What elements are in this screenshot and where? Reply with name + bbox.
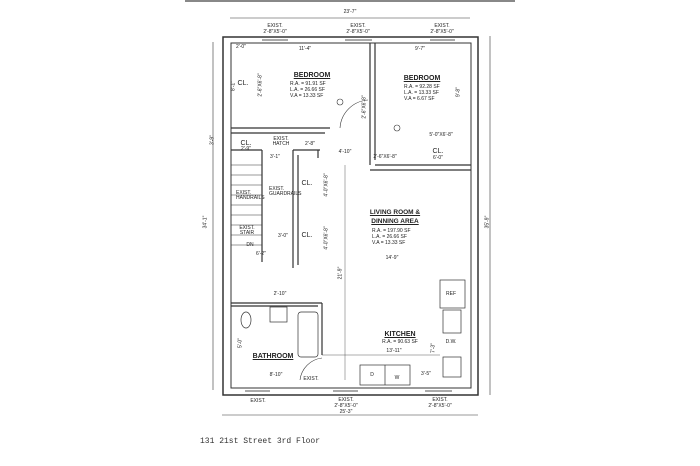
closet3-door: 5'-0"X6'-8" (429, 132, 453, 138)
dim-living-width: 14'-9" (385, 255, 399, 261)
dim-left-overall: 34'-1" (202, 215, 209, 229)
bedroom1-va: V.A = 13.33 SF (290, 93, 324, 99)
closet-door-size: 4'-0"X6'-8" (323, 173, 330, 197)
guardrails-label: EXIST. GUARDRAILS (269, 186, 302, 197)
closet-door-size: 4'-0"X6'-8" (323, 226, 330, 250)
living-ra: R.A. = 197.90 SF (372, 228, 411, 234)
window-size: 2'-8"X5'-0" (346, 29, 370, 35)
window-size: 2'-8"X5'-0" (263, 29, 287, 35)
window-label: EXIST. (350, 23, 366, 29)
dim-closet-top: 2'-0" (236, 44, 246, 50)
closet-label: CL. (237, 80, 249, 87)
handrails-label: EXIST. HANDRAILS (236, 190, 265, 201)
bath-door-label: EXIST. (303, 376, 319, 382)
window-label: EXIST. (432, 397, 448, 403)
living-va: V.A = 13.33 SF (372, 240, 406, 246)
dim-right-overall: 35'-9" (484, 215, 491, 229)
washer-label: W (394, 375, 400, 381)
dim-hall-closet: 3'-0" (278, 233, 288, 239)
bedroom2-name: BEDROOM (403, 75, 441, 82)
closet-label: CL. (432, 148, 444, 155)
refrigerator-label: REF (446, 291, 456, 297)
window-label: EXIST. (267, 23, 283, 29)
bathroom-name: BATHROOM (252, 353, 294, 360)
bedroom2-ra: R.A. = 92.28 SF (404, 84, 440, 90)
kitchen-name: KITCHEN (384, 331, 416, 338)
dim-closet3: 6'-0" (433, 155, 443, 161)
bedroom1-la: L.A. = 26.66 SF (290, 87, 325, 93)
door-size: 2'-6"X6'-8" (361, 95, 368, 119)
bedroom2-la: L.A. = 13.33 SF (404, 90, 439, 96)
dim-bath-height: 5'-0" (237, 338, 244, 348)
exist-hatch-label: EXIST. HATCH (272, 136, 290, 147)
stair-label: EXIST. STAIR (239, 225, 255, 236)
dim-door1: 2'-8" (305, 141, 315, 147)
dim-top-overall: 23'-7" (343, 9, 357, 15)
window-label: EXIST. (250, 398, 266, 404)
window-size: 2'-8"X5'-0" (430, 29, 454, 35)
down-label: DN (246, 242, 254, 248)
closet-label: CL. (240, 140, 252, 147)
window-size: 2'-8"X5'-0" (334, 403, 358, 409)
window-size: 2'-8"X5'-0" (428, 403, 452, 409)
dim-living-height: 21'-9" (337, 266, 344, 280)
dim-kitchen-width: 13'-11" (386, 348, 402, 354)
dryer-label: D (370, 372, 374, 378)
dim-bedroom2-width: 9'-7" (415, 46, 425, 52)
dim-bedroom1-width: 11'-4" (298, 46, 312, 52)
dim-bath-door: 2'-10" (273, 291, 287, 297)
hall-closet-label: CL. (301, 232, 313, 239)
hall-closet-label: CL. (301, 180, 313, 187)
bedroom1-name: BEDROOM (293, 72, 331, 79)
dim-hatch: 3'-1" (270, 154, 280, 160)
dishwasher-label: D.W. (445, 339, 457, 345)
living-la: L.A. = 26.66 SF (372, 234, 407, 240)
window-label: EXIST. (434, 23, 450, 29)
dim-closet-height: 8'-1" (230, 81, 237, 91)
dim-bedroom2-height: 9'-8" (455, 87, 462, 97)
dim-kitchen-side: 7'-3" (430, 343, 437, 353)
bedroom2-va: V.A = 6.67 SF (404, 96, 435, 102)
kitchen-ra: R.A. = 90.63 SF (382, 339, 418, 345)
dim-kitchen-counter: 3'-5" (421, 371, 431, 377)
dim-closet2: 2'-9" (241, 146, 251, 152)
living-room-name-2: DINNING AREA (371, 218, 419, 225)
dim-stair-width: 6'-2" (256, 251, 266, 257)
bedroom1-ra: R.A. = 91.91 SF (290, 81, 326, 87)
dim-left-upper: 3'-9" (209, 135, 216, 145)
living-room-name: LIVING ROOM & (369, 209, 421, 216)
plan-caption: 131 21st Street 3rd Floor (200, 437, 321, 446)
dim-hall-width: 4'-10" (338, 149, 352, 155)
bifold-door-size: 2'-6"X6'-8" (257, 73, 264, 97)
window-label: EXIST. (338, 397, 354, 403)
door-size: 2'-6"X6'-8" (373, 154, 397, 160)
dim-bottom-overall: 25'-3" (339, 409, 353, 415)
dim-bath-width: 8'-10" (269, 372, 283, 378)
